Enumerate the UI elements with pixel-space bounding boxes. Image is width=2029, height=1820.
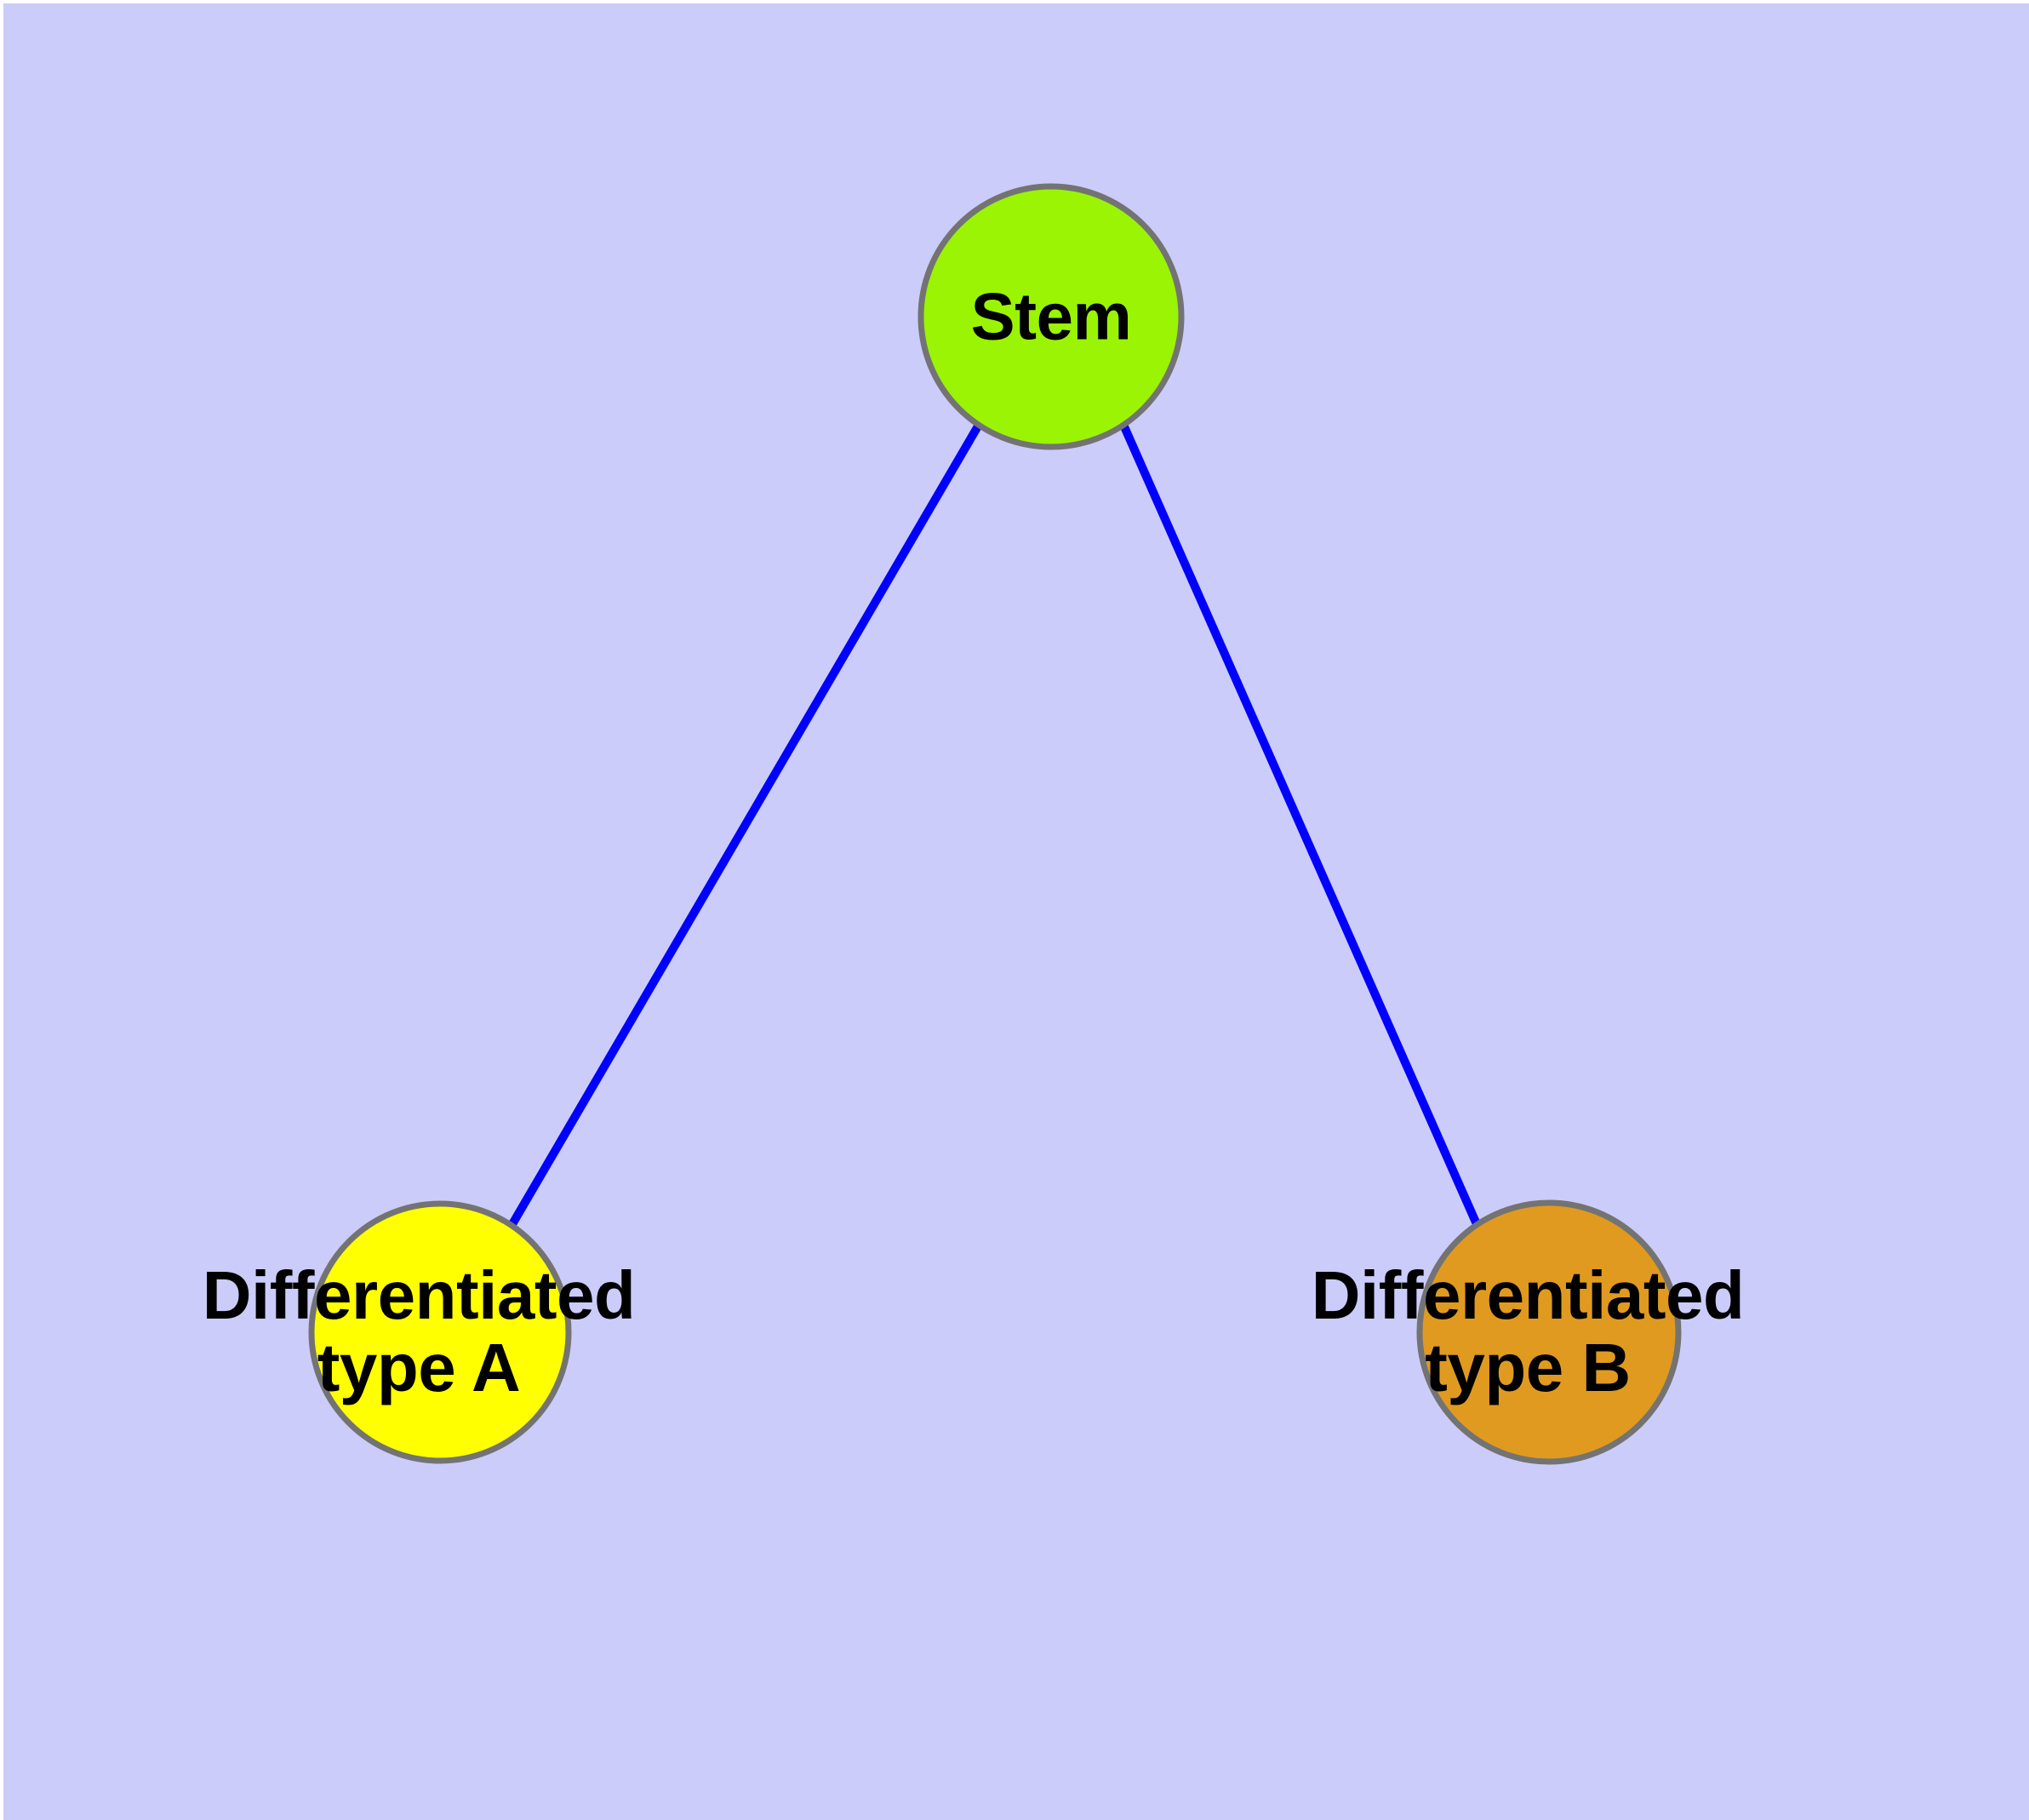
graph-node-stem[interactable] — [917, 183, 1185, 450]
graph-node-diff_a[interactable] — [308, 1200, 572, 1464]
edges-layer — [508, 422, 1481, 1227]
graph-edge-stem-to-a — [508, 422, 983, 1227]
graph-node-diff_b[interactable] — [1416, 1199, 1682, 1465]
nodes-layer — [308, 183, 1682, 1465]
graph-edge-stem-to-b — [1119, 422, 1481, 1227]
